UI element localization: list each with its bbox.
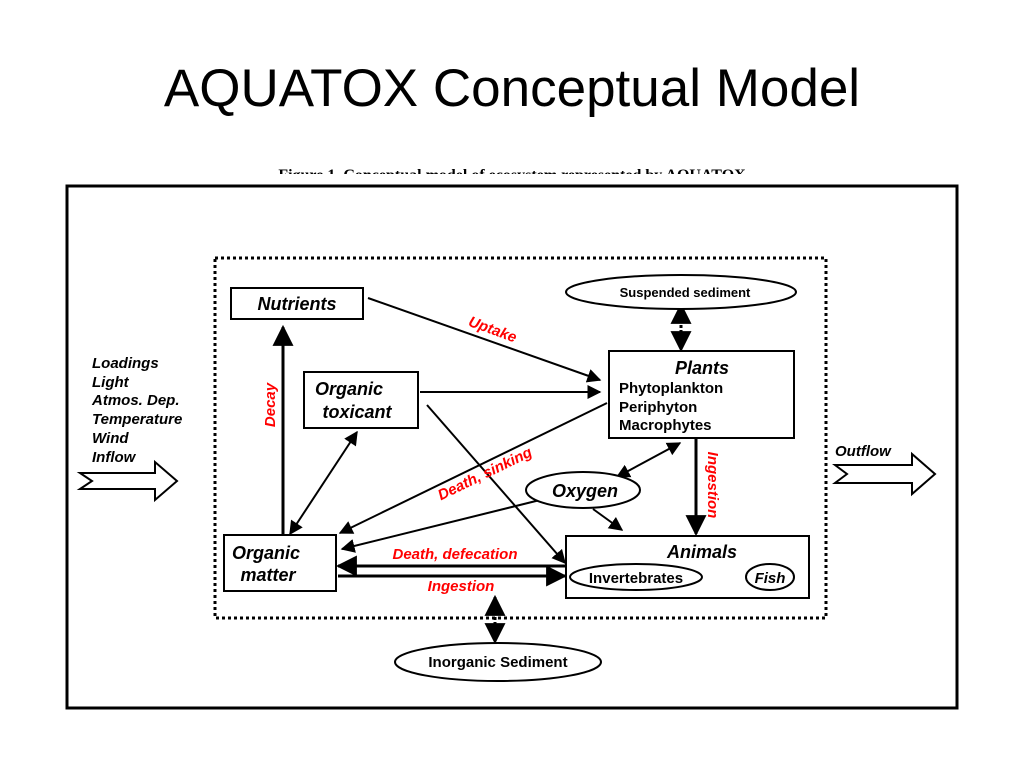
oxygen-node: Oxygen bbox=[525, 471, 641, 509]
suspended-sediment-label: Suspended sediment bbox=[620, 285, 751, 300]
plants-item: Phytoplankton bbox=[619, 380, 723, 397]
organic-matter-label-2: matter bbox=[240, 565, 296, 585]
organic-toxicant-label-2: toxicant bbox=[322, 402, 392, 422]
input-item: Inflow bbox=[92, 449, 137, 466]
plants-item: Macrophytes bbox=[619, 417, 712, 434]
ingestion-plants-label: Ingestion bbox=[704, 452, 721, 519]
oxygen-label: Oxygen bbox=[552, 481, 618, 501]
organic-matter-node: Organic matter bbox=[223, 534, 337, 592]
input-item: Temperature bbox=[92, 411, 182, 428]
invertebrates-label: Invertebrates bbox=[589, 570, 683, 587]
toxicant-animals-arrow bbox=[426, 404, 566, 565]
ingestion-matter-label: Ingestion bbox=[428, 578, 495, 595]
organic-toxicant-node: Organic toxicant bbox=[303, 371, 419, 429]
outflow-label: Outflow bbox=[835, 443, 892, 460]
figure-frame bbox=[65, 184, 959, 710]
invertebrates-ellipse bbox=[569, 563, 703, 591]
organic-toxicant-label-1: Organic bbox=[315, 379, 383, 399]
organic-matter-label-1: Organic bbox=[232, 543, 300, 563]
oxygen-matter-arrow bbox=[340, 499, 541, 553]
input-item: Wind bbox=[92, 430, 129, 447]
inorganic-sediment-node: Inorganic Sediment bbox=[394, 642, 602, 682]
nutrients-node: Nutrients bbox=[230, 287, 364, 320]
death-sinking-arrow bbox=[338, 402, 608, 534]
fish-label: Fish bbox=[755, 570, 786, 587]
input-list: Loadings Light Atmos. Dep. Temperature W… bbox=[91, 355, 182, 466]
plants-item: Periphyton bbox=[619, 399, 697, 416]
outflow-arrow bbox=[832, 451, 937, 497]
slide-title: AQUATOX Conceptual Model bbox=[163, 59, 861, 118]
oxygen-animals-arrow bbox=[592, 508, 624, 531]
fish-ellipse bbox=[745, 563, 795, 591]
animals-title: Animals bbox=[666, 542, 737, 562]
uptake-arrow bbox=[367, 297, 602, 383]
inorganic-sediment-label: Inorganic Sediment bbox=[428, 654, 567, 671]
death-defecation-label: Death, defecation bbox=[392, 546, 517, 563]
inflow-arrow bbox=[76, 459, 179, 503]
figure-caption: Figure 1. Conceptual model of ecosystem … bbox=[150, 167, 874, 184]
input-item: Atmos. Dep. bbox=[91, 392, 180, 409]
input-item: Light bbox=[92, 374, 130, 391]
plants-oxygen-arrow bbox=[615, 442, 682, 478]
plants-node: Plants Phytoplankton Periphyton Macrophy… bbox=[608, 350, 795, 439]
nutrients-label: Nutrients bbox=[257, 294, 336, 314]
death-sinking-label: Death, sinking bbox=[435, 444, 535, 504]
animals-node: Animals Invertebrates Fish bbox=[565, 535, 810, 599]
suspended-sediment-node: Suspended sediment bbox=[565, 274, 797, 310]
toxicant-matter-arrow bbox=[289, 430, 358, 536]
decay-label: Decay bbox=[262, 382, 279, 427]
plants-title: Plants bbox=[675, 358, 729, 378]
input-item: Loadings bbox=[92, 355, 159, 372]
